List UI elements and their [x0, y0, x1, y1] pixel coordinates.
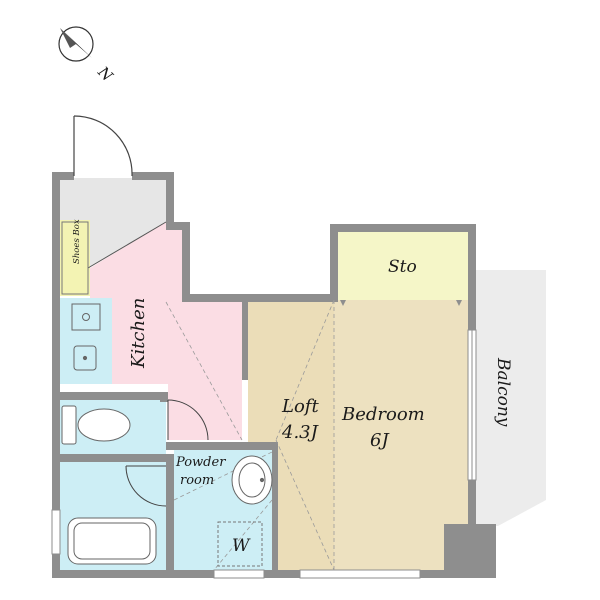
washer-label: W [232, 536, 251, 556]
bathtub [67, 517, 157, 565]
storage-door-mark-right [456, 300, 462, 306]
storage-door-marks [340, 300, 462, 306]
shoes-box [61, 221, 89, 295]
shoes-box-area [60, 220, 90, 296]
wall-top-entrance [52, 172, 74, 180]
dashed-line-4 [275, 439, 335, 571]
bath-door [125, 465, 167, 507]
wall-left [52, 172, 60, 578]
kitchen-label: Kitchen [128, 298, 149, 369]
sink-drain-icon [82, 355, 88, 361]
washbasin-bowl [238, 462, 266, 498]
powder-room-sink [231, 455, 273, 505]
loft-size-label: 4.3J [281, 422, 320, 443]
entrance-step [87, 221, 167, 269]
kitchen-counter [60, 298, 112, 384]
toilet-door [167, 399, 209, 441]
loft-dashed-lines [165, 299, 335, 571]
entrance-door [73, 115, 133, 177]
wall-kitchen-right [182, 222, 190, 302]
powder-room-label-line1: Powder [175, 455, 226, 470]
toilet-tank [61, 405, 77, 445]
wall-powder-top [166, 442, 278, 450]
wall-toilet-bottom [60, 454, 174, 462]
bathtub-inner [73, 522, 151, 560]
window-bath [51, 509, 61, 555]
wall-toilet-right [160, 392, 168, 402]
windows [51, 329, 477, 579]
compass-north-label: N [94, 62, 117, 85]
window-bottom-powder [213, 569, 265, 579]
toilet-door-swing [167, 399, 209, 441]
wall-bottom-right-pillar [444, 524, 496, 578]
storage-label: Sto [388, 257, 417, 277]
wall-entrance-right [166, 172, 174, 226]
dashed-line-6 [213, 499, 273, 571]
entrance-door-swing [73, 115, 133, 177]
washbasin-drain-icon [259, 477, 265, 483]
toilet-bowl-icon [77, 408, 131, 442]
wall-storage-top [330, 224, 476, 232]
powder-room-label-line2: room [180, 473, 214, 488]
storage-door-mark-left [340, 300, 346, 306]
window-bottom-bedroom [299, 569, 421, 579]
wall-kitchen-top [166, 222, 188, 230]
wall-toilet-top [60, 392, 168, 400]
stove-burner-icon [82, 313, 90, 321]
bath-door-swing [125, 465, 167, 507]
stove [71, 303, 101, 331]
storage-area [336, 232, 470, 300]
bedroom-size-label: 6J [370, 430, 390, 451]
compass: N [58, 26, 117, 86]
shoes-box-label: Shoes Box [72, 219, 82, 264]
kitchen-area [90, 222, 242, 440]
wall-powder-right [272, 442, 278, 578]
wall-top-middle [182, 294, 336, 302]
kitchen-fixtures [71, 303, 101, 371]
balcony-area [474, 270, 546, 526]
wall-kitchen-bedroom [242, 300, 248, 380]
dashed-line-1 [165, 301, 243, 441]
bedroom-name-label: Bedroom [341, 404, 425, 425]
dashed-line-2 [275, 299, 335, 441]
compass-needle-tail [60, 28, 76, 48]
wall-top-entrance-right [132, 172, 174, 180]
washer-box [217, 521, 263, 567]
loft-name-label: Loft [281, 396, 319, 417]
wall-storage-left [330, 224, 338, 302]
compass-needle-icon [60, 28, 92, 58]
balcony-label: Balcony [493, 357, 513, 427]
sink-icon [73, 345, 97, 371]
toilet-fixture [61, 405, 131, 445]
wall-bath-right [166, 462, 174, 578]
